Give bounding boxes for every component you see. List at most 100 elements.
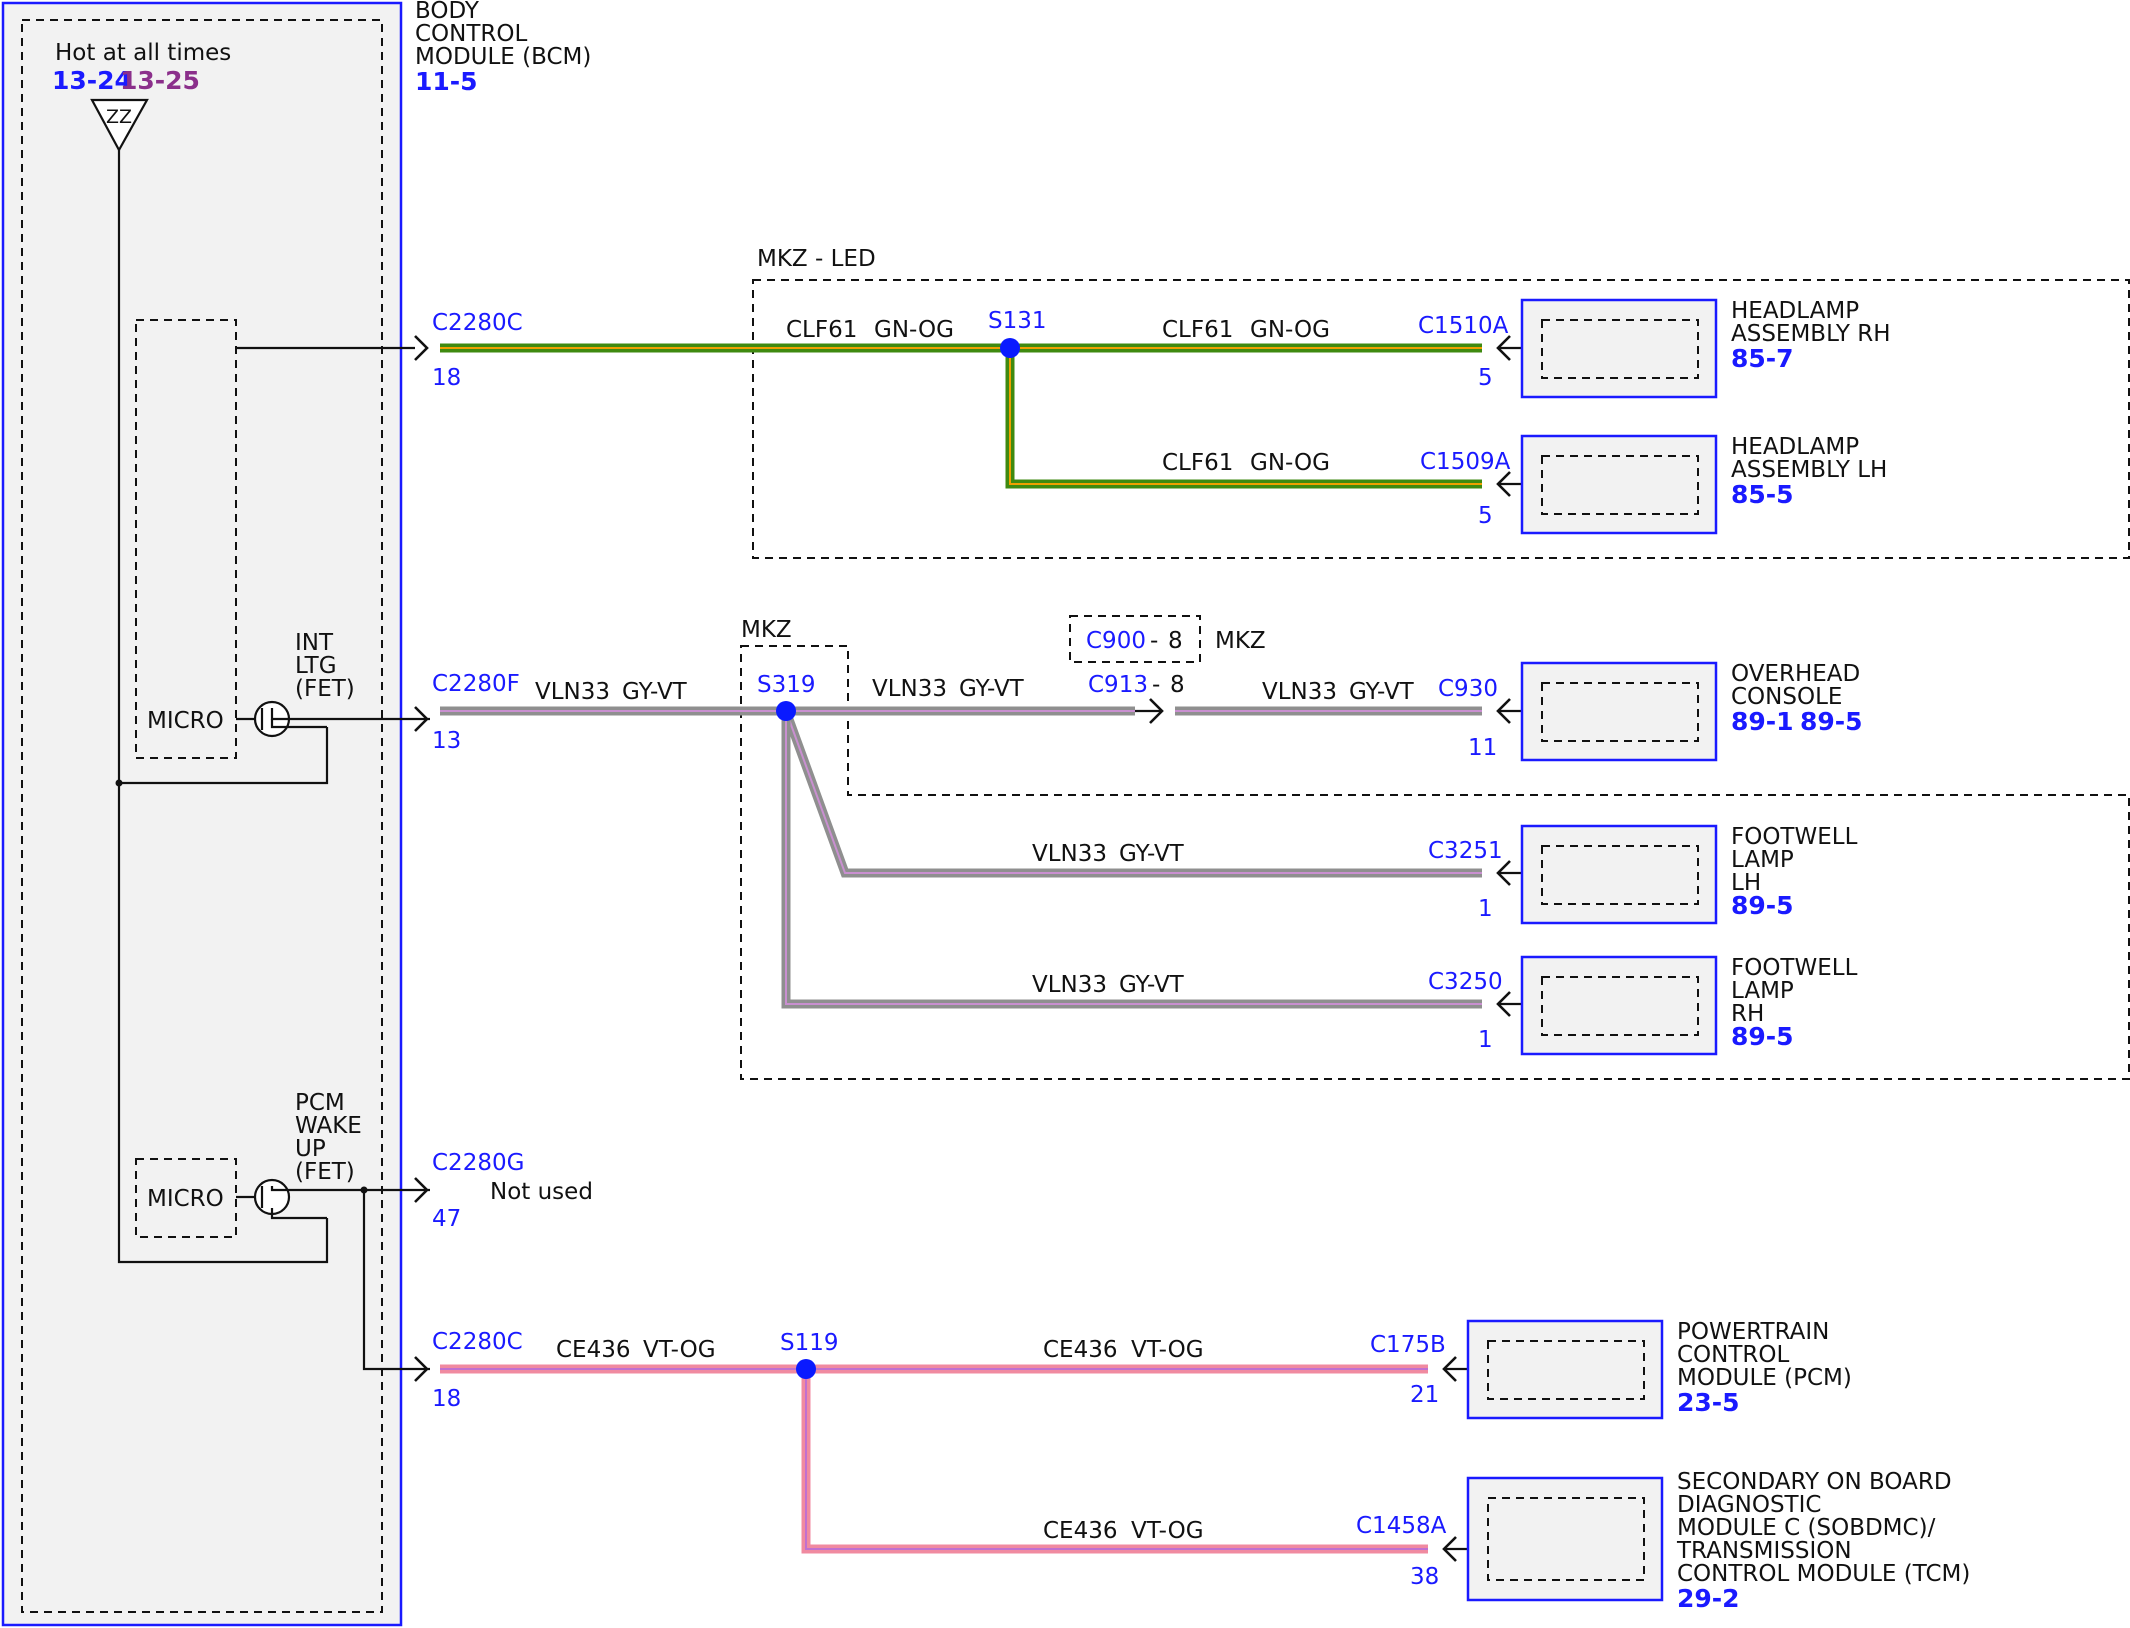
headlamp-rh-connector[interactable]: C1510A	[1418, 313, 1509, 339]
bcm-inner-dashed	[21, 19, 383, 1613]
footwell-lh-box[interactable]	[1520, 824, 1718, 925]
footwell-rh-line2: LAMP	[1731, 978, 1794, 1004]
headlamp-rh-line1: HEADLAMP	[1731, 298, 1859, 324]
int-ltg-line2: LTG	[295, 653, 337, 679]
c900-connector[interactable]: C900	[1086, 628, 1146, 654]
fuse-ref-1[interactable]: 13-24	[52, 66, 132, 95]
headlamp-lh-connector[interactable]: C1509A	[1420, 449, 1511, 475]
overhead-console-ref2[interactable]: 89-5	[1800, 707, 1863, 736]
wake-bcm-connector[interactable]: C2280G	[432, 1150, 524, 1176]
pcm-wake-line3: UP	[295, 1136, 326, 1162]
tcm-line2: DIAGNOSTIC	[1677, 1492, 1821, 1518]
pcm-color-1: VT-OG	[643, 1337, 716, 1363]
tcm-box[interactable]	[1466, 1476, 1664, 1602]
headlamp-circuit	[440, 343, 1482, 489]
pcm-line1: POWERTRAIN	[1677, 1319, 1829, 1345]
footwell-rh-line3: RH	[1731, 1001, 1764, 1027]
interior-color-3: GY-VT	[1349, 679, 1415, 705]
pcm-line2: CONTROL	[1677, 1342, 1790, 1368]
splice-s131[interactable]	[1000, 338, 1020, 358]
console-connector[interactable]: C930	[1438, 676, 1498, 702]
pcm-box[interactable]	[1466, 1319, 1664, 1420]
headlamp-rh-line2: ASSEMBLY RH	[1731, 321, 1890, 347]
pcm-wake-line4: (FET)	[295, 1159, 355, 1185]
pcm-ref[interactable]: 23-5	[1677, 1388, 1740, 1417]
wake-bcm-pin: 47	[432, 1206, 461, 1232]
int-ltg-line1: INT	[295, 630, 334, 656]
int-ltg-line3: (FET)	[295, 676, 355, 702]
tcm-pin: 38	[1410, 1564, 1439, 1590]
interior-color-2: GY-VT	[959, 676, 1025, 702]
footwell-lh-inner	[1541, 845, 1699, 905]
console-pin: 11	[1468, 735, 1497, 761]
s131-label: S131	[988, 308, 1047, 334]
wire-headlamp-lh[interactable]	[1005, 348, 1482, 489]
footwell-rh-ref[interactable]: 89-5	[1731, 1022, 1794, 1051]
pcm-color-2: VT-OG	[1131, 1337, 1204, 1363]
overhead-console-box[interactable]	[1520, 661, 1718, 762]
fuse-ref-2[interactable]: 13-25	[120, 66, 200, 95]
pcm-wake-junction-dot	[360, 1186, 368, 1194]
headlamp-lh-ref[interactable]: 85-5	[1731, 480, 1794, 509]
bcm-name-line2: CONTROL	[415, 21, 528, 47]
micro-1-box	[135, 319, 237, 759]
headlamp-lh-line2: ASSEMBLY LH	[1731, 457, 1887, 483]
headlamp-bcm-pin: 18	[432, 365, 461, 391]
headlamp-rh-ref[interactable]: 85-7	[1731, 344, 1794, 373]
headlamp-rh-box[interactable]	[1520, 298, 1718, 399]
pcm-wake-line2: WAKE	[295, 1113, 362, 1139]
pcm-wake-line1: PCM	[295, 1090, 345, 1116]
fuse-triangle-icon	[90, 98, 149, 153]
interior-circuit-3: VLN33	[1262, 679, 1337, 705]
mkz-led-region	[752, 279, 2130, 559]
headlamp-rh-inner	[1541, 319, 1699, 379]
overhead-console-line2: CONSOLE	[1731, 684, 1842, 710]
pcm-inner	[1487, 1340, 1645, 1400]
micro-1-label: MICRO	[147, 708, 224, 734]
wake-not-used: Not used	[490, 1179, 593, 1205]
interior-circuit-1: VLN33	[535, 679, 610, 705]
wire-headlamp-lh-stripe	[1009, 348, 1482, 485]
splice-s119[interactable]	[796, 1359, 816, 1379]
fuse-symbol: ZZ	[106, 106, 132, 128]
c913-connector[interactable]: C913	[1088, 672, 1148, 698]
pcm-bcm-connector[interactable]: C2280C	[432, 1329, 523, 1355]
pcm-bcm-pin: 18	[432, 1386, 461, 1412]
interior-color-5: GY-VT	[1119, 972, 1185, 998]
footwell-lh-ref[interactable]: 89-5	[1731, 891, 1794, 920]
s319-label: S319	[757, 672, 816, 698]
footwell-lh-connector[interactable]: C3251	[1428, 838, 1503, 864]
tcm-ref[interactable]: 29-2	[1677, 1584, 1740, 1613]
headlamp-lh-box[interactable]	[1520, 434, 1718, 535]
overhead-console-line1: OVERHEAD	[1731, 661, 1860, 687]
tcm-line3: MODULE C (SOBDMC)/	[1677, 1515, 1936, 1541]
wire-tcm-stripe	[805, 1369, 1428, 1550]
overhead-console-ref1[interactable]: 89-1	[1731, 707, 1794, 736]
c900-pin: 8	[1168, 628, 1183, 654]
footwell-rh-box[interactable]	[1520, 955, 1718, 1056]
bcm-name-line3: MODULE (BCM)	[415, 44, 591, 70]
mkz-led-label: MKZ - LED	[757, 246, 876, 272]
splice-s319[interactable]	[776, 701, 796, 721]
pcm-color-3: VT-OG	[1131, 1518, 1204, 1544]
headlamp-bcm-connector[interactable]: C2280C	[432, 310, 523, 336]
tcm-connector[interactable]: C1458A	[1356, 1513, 1447, 1539]
footwell-lh-line1: FOOTWELL	[1731, 824, 1858, 850]
tcm-line1: SECONDARY ON BOARD	[1677, 1469, 1952, 1495]
interior-bcm-connector[interactable]: C2280F	[432, 671, 520, 697]
interior-circuit-4: VLN33	[1032, 841, 1107, 867]
pcm-circuit-1: CE436	[556, 1337, 631, 1363]
bcm-name-line1: BODY	[415, 0, 480, 24]
micro-2-box	[135, 1158, 237, 1238]
feed-junction-dot	[115, 779, 123, 787]
footwell-rh-line1: FOOTWELL	[1731, 955, 1858, 981]
mkz-label-2: MKZ	[1215, 628, 1266, 654]
pcm-wake-branch	[362, 1190, 430, 1371]
headlamp-circuit-2: CLF61	[1162, 317, 1233, 343]
footwell-rh-connector[interactable]: C3250	[1428, 969, 1503, 995]
bcm-ref[interactable]: 11-5	[415, 67, 478, 96]
pcm-connector[interactable]: C175B	[1370, 1332, 1446, 1358]
footwell-rh-inner	[1541, 976, 1699, 1036]
c913-dash: -	[1152, 672, 1160, 698]
